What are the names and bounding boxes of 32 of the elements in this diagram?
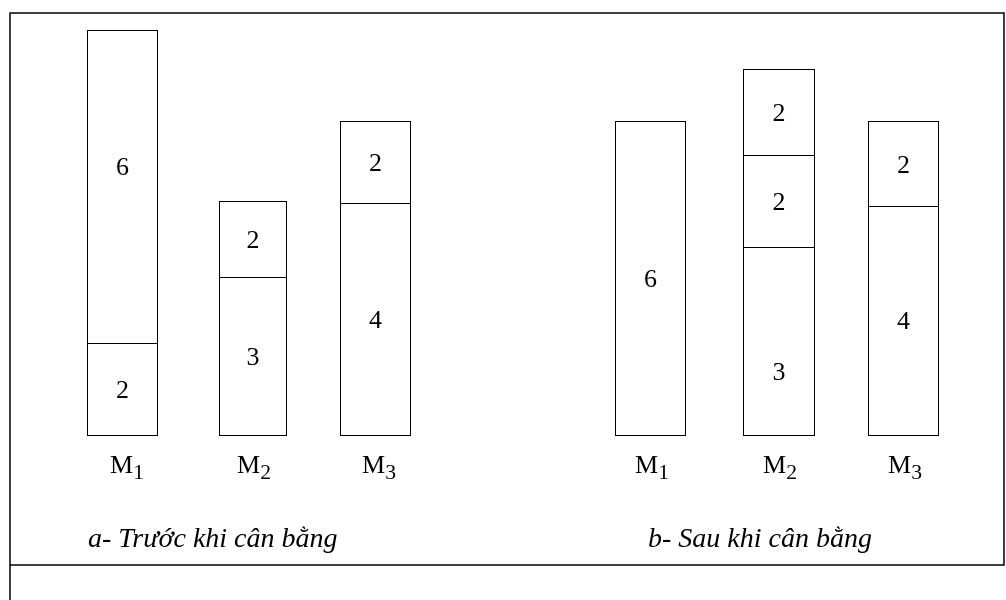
stacked-segment: [868, 121, 939, 208]
segment-value: 2: [772, 97, 786, 128]
stacked-segment: [743, 247, 815, 436]
panel-caption: a- Trước khi cân bằng: [88, 522, 338, 554]
stacked-segment: [87, 343, 158, 436]
segment-value: 6: [116, 152, 129, 182]
machine-label: M$_{2}$: [763, 450, 797, 486]
stacked-segment: [340, 121, 411, 205]
panel-caption: b- Sau khi cân bằng: [648, 522, 872, 554]
machine-label: M$_{1}$: [110, 450, 144, 486]
machine-label: M$_{3}$: [362, 450, 396, 486]
segment-value: 4: [369, 304, 382, 335]
stacked-segment: [87, 30, 158, 344]
segment-value: 2: [116, 374, 129, 405]
segment-value: 4: [897, 306, 910, 336]
stacked-segment: [340, 203, 411, 436]
segment-value: 6: [644, 263, 657, 294]
stacked-segment: [219, 277, 287, 436]
segment-value: 2: [369, 148, 382, 178]
segment-value: 2: [246, 224, 260, 255]
machine-label: M$_{2}$: [237, 450, 271, 486]
machine-label: M$_{3}$: [888, 450, 922, 486]
segment-value: 3: [246, 341, 260, 372]
stacked-segment: [743, 155, 815, 248]
segment-value: 3: [772, 356, 786, 387]
stacked-segment: [615, 121, 686, 436]
segment-value: 2: [897, 149, 910, 180]
machine-label: M$_{1}$: [635, 450, 669, 486]
stacked-segment: [219, 201, 287, 278]
stacked-segment: [868, 206, 939, 436]
segment-value: 2: [772, 186, 786, 217]
stacked-segment: [743, 69, 815, 156]
